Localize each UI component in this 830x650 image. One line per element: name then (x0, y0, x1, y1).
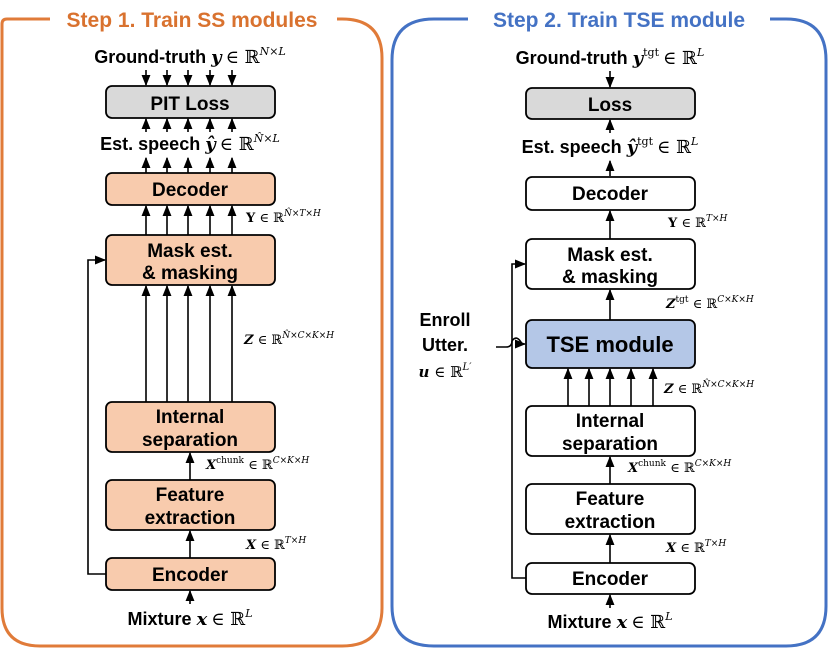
panel2-Z-label: Z ∈ ℝN̂×C×K×H (663, 378, 754, 397)
panel1-Z-label: Z ∈ ℝN̂×C×K×H (243, 329, 334, 348)
panel1-internal-line1: Internal (156, 407, 225, 428)
panel2-enroll-line1: Enroll (419, 310, 470, 330)
panel2-X-label: X ∈ ℝT×H (665, 539, 726, 556)
panel1-encoder-label: Encoder (152, 565, 229, 586)
panel2-mask-line1: Mask est. (567, 245, 653, 266)
panel2-enroll-var: u ∈ ℝL′ (419, 362, 473, 381)
panel1-mask-line2: & masking (142, 263, 238, 284)
panel1-est-arrows (141, 117, 237, 132)
panel1-feature-line1: Feature (156, 485, 225, 506)
panel2-internal-out-arrows (563, 367, 658, 406)
panel1-decoder-label: Decoder (152, 180, 229, 201)
panel1-border (0, 17, 384, 648)
panel2-mixture: Mixture x∈ ℝL (547, 610, 672, 633)
panel1-internal-line2: separation (142, 430, 238, 451)
panel2-feature-line2: extraction (565, 512, 656, 533)
panel1-gt-arrows (141, 70, 237, 87)
panel2-Ztgt-label: Ztgt ∈ ℝC×K×H (665, 295, 754, 312)
panel2-decoder-label: Decoder (572, 184, 649, 205)
panel2-feature-line1: Feature (576, 489, 645, 510)
panel1-Y-label: Y ∈ ℝN̂×T×H (245, 207, 321, 226)
panel1-pit-loss-label: PIT Loss (150, 94, 229, 115)
panel1-ground-truth: Ground-truth y∈ ℝN×L (94, 45, 286, 68)
panel1-decoder-out-arrows (141, 156, 237, 173)
panel2-est-speech: Est. speech ŷtgt∈ ℝL (522, 135, 699, 158)
panel2-Xchunk-label: Xchunk ∈ ℝC×K×H (627, 459, 731, 476)
panel-step2: Step 2. Train TSE module Ground-truth yt… (390, 9, 828, 648)
panel-step1: Step 1. Train SS modules Ground-truth y∈… (0, 9, 384, 648)
panel1-skip-connection (87, 255, 107, 575)
panel2-encoder-label: Encoder (572, 569, 649, 590)
panel2-loss-label: Loss (588, 95, 632, 116)
panel1-Xchunk-label: Xchunk ∈ ℝC×K×H (205, 456, 309, 473)
panel1-mixture: Mixture x∈ ℝL (127, 607, 252, 630)
panel2-border (390, 17, 828, 648)
panel1-title: Step 1. Train SS modules (67, 9, 318, 32)
panel1-mask-out-arrows (141, 204, 237, 235)
panel1-feature-line2: extraction (145, 508, 236, 529)
panel2-internal-line2: separation (562, 434, 658, 455)
panel2-enroll-line2: Utter. (422, 335, 468, 355)
panel2-skip-connection (511, 259, 527, 579)
panel2-title: Step 2. Train TSE module (493, 9, 745, 32)
panel2-Y-label: Y ∈ ℝT×H (667, 214, 728, 231)
panel2-enroll-arrow (496, 337, 527, 349)
panel2-mask-line2: & masking (562, 267, 658, 288)
panel2-tse-label: TSE module (546, 332, 673, 357)
panel1-internal-out-arrows (141, 284, 237, 402)
panel1-mask-line1: Mask est. (147, 241, 233, 262)
panel1-X-label: X ∈ ℝT×H (245, 536, 306, 553)
panel2-internal-line1: Internal (576, 411, 645, 432)
panel2-ground-truth: Ground-truth ytgt∈ ℝL (516, 46, 705, 69)
panel1-est-speech: Est. speech ŷ∈ ℝN̂×L (100, 132, 280, 155)
